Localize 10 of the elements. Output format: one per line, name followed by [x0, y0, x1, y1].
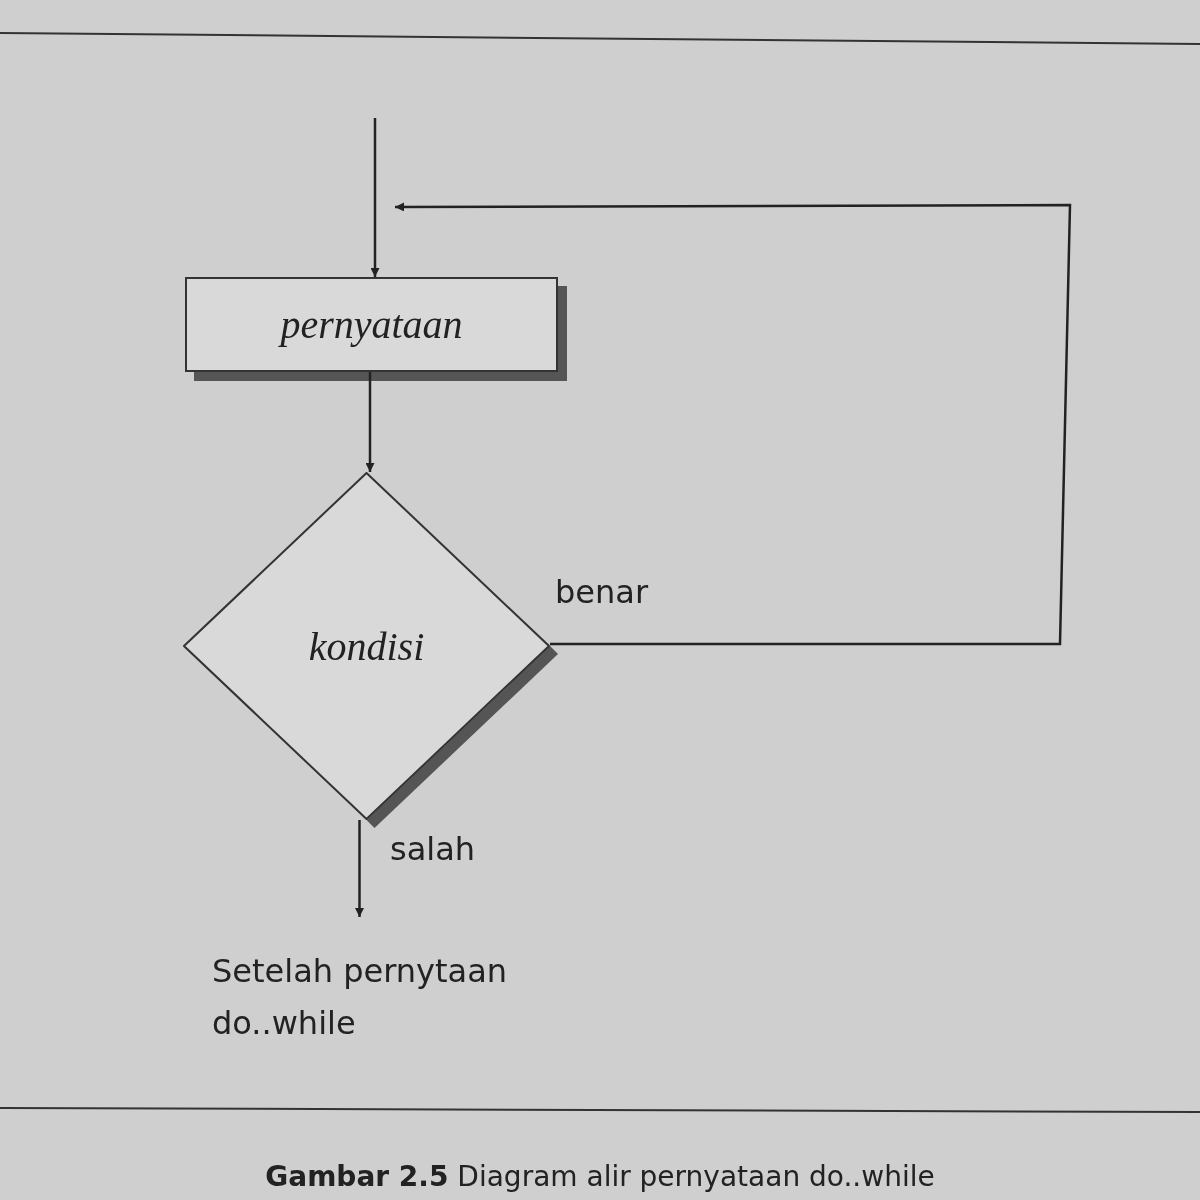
decision-diamond — [183, 472, 550, 820]
arrow — [365, 372, 375, 472]
node-label: pernyataan — [280, 301, 463, 348]
arrow — [355, 820, 364, 917]
arrow — [395, 202, 1072, 646]
process-box — [185, 277, 558, 372]
node-label: kondisi — [308, 622, 425, 670]
flow-text: Setelah pernytaan do..while — [212, 951, 509, 1044]
figure-caption: Gambar 2.5 Diagram alir pernyataan do..while — [264, 1160, 936, 1193]
arrow — [370, 118, 380, 277]
